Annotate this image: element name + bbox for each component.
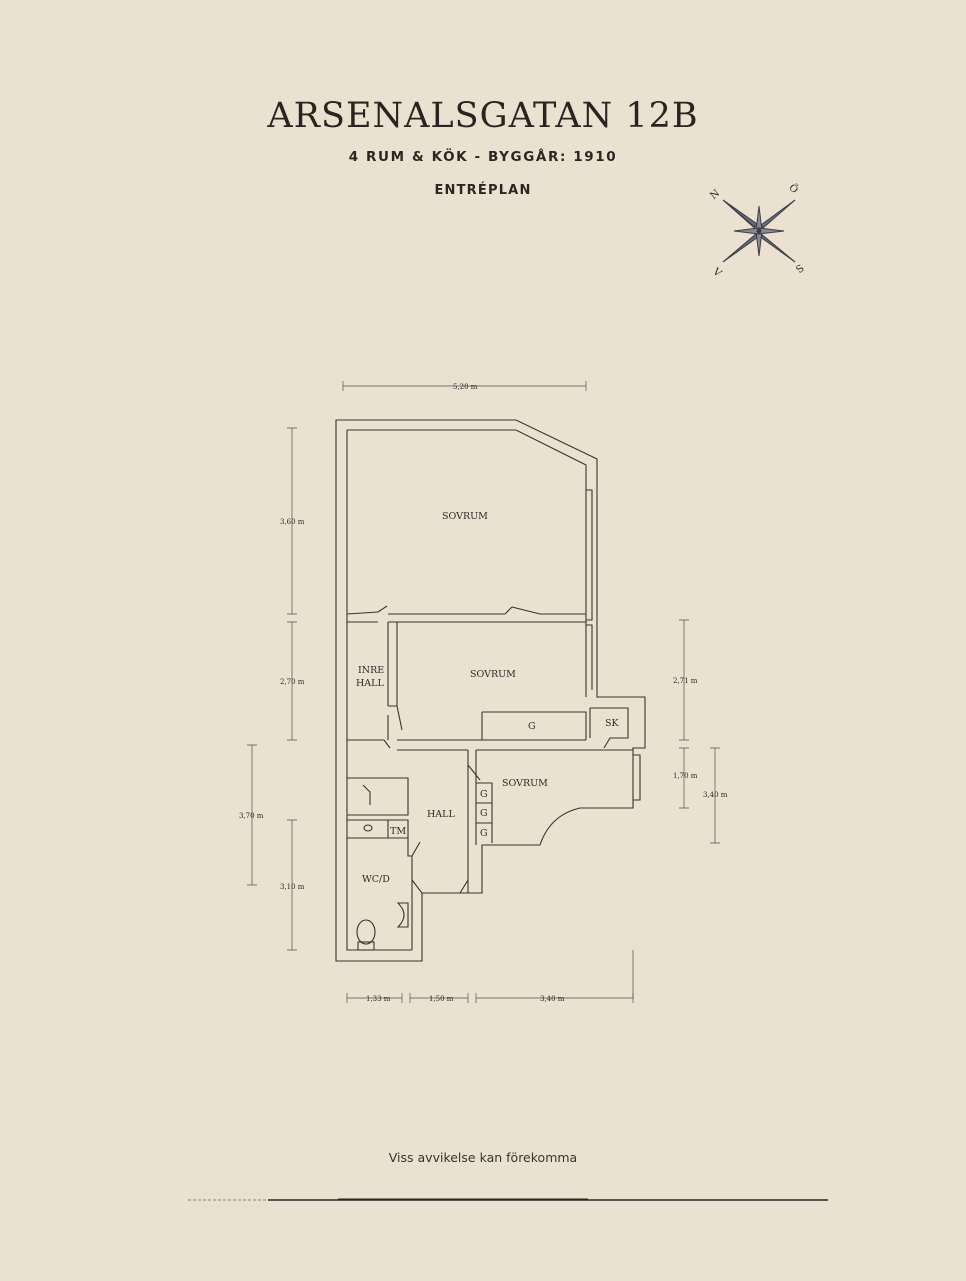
room-label-hall: HALL bbox=[427, 809, 455, 820]
dimension-left-2: 2,70 m bbox=[280, 678, 305, 686]
compass-rose-icon: N Ö V S bbox=[708, 182, 806, 280]
room-label-sovrum-1: SOVRUM bbox=[442, 511, 488, 522]
dimension-bottom-3: 3,40 m bbox=[540, 995, 565, 1003]
compass-label-s: S bbox=[794, 263, 806, 276]
dimension-bottom-1: 1,33 m bbox=[366, 995, 391, 1003]
compass-label-o: Ö bbox=[786, 182, 800, 196]
disclaimer-text: Viss avvikelse kan förekomma bbox=[388, 1150, 578, 1165]
room-label-sovrum-3: SOVRUM bbox=[502, 778, 548, 789]
room-label-g-closet-2: G bbox=[480, 789, 488, 800]
dimension-left-outer: 3,70 m bbox=[239, 812, 264, 820]
dimension-left-1: 3,60 m bbox=[280, 518, 305, 526]
floor-plan-drawing: SOVRUM SOVRUM INRE HALL G SK SOVRUM G G … bbox=[239, 381, 728, 1003]
dimension-right-outer: 3,40 m bbox=[703, 791, 728, 799]
property-subtitle: 4 RUM & KÖK - BYGGÅR: 1910 bbox=[348, 149, 618, 165]
floor-plan-name: ENTRÉPLAN bbox=[434, 183, 532, 198]
dimension-right-2: 1,70 m bbox=[673, 772, 698, 780]
dimension-top-width: 5,20 m bbox=[453, 383, 478, 391]
dimension-right-1: 2,71 m bbox=[673, 677, 698, 685]
room-label-g-closet-1: G bbox=[528, 721, 536, 732]
room-label-wc: WC/D bbox=[362, 874, 390, 885]
property-title: ARSENALSGATAN 12B bbox=[267, 96, 699, 136]
outer-wall bbox=[335, 419, 646, 962]
footer-rule bbox=[188, 1198, 828, 1201]
dimension-left-3: 3,10 m bbox=[280, 883, 305, 891]
room-label-sovrum-2: SOVRUM bbox=[470, 669, 516, 680]
room-label-g-closet-3: G bbox=[480, 808, 488, 819]
dimension-bottom-2: 1,50 m bbox=[429, 995, 454, 1003]
inner-wall-outline bbox=[346, 429, 587, 951]
compass-label-v: V bbox=[710, 266, 724, 280]
room-label-tm: TM bbox=[390, 826, 406, 837]
room-label-g-closet-4: G bbox=[480, 828, 488, 839]
room-label-inre-hall-line-2: HALL bbox=[356, 678, 384, 689]
compass-label-n: N bbox=[708, 188, 722, 202]
room-label-inre-hall-line-1: INRE bbox=[358, 665, 384, 676]
room-label-sk: SK bbox=[605, 718, 620, 729]
